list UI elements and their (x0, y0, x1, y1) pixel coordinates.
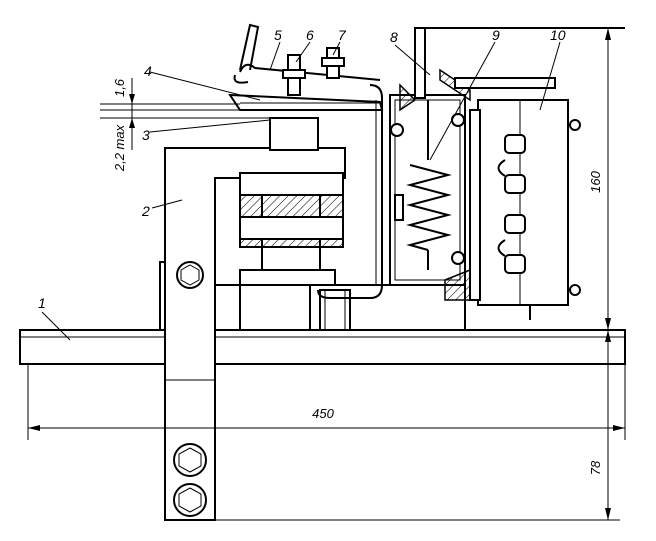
terminal-block (469, 99, 581, 320)
callout-4: 4 (144, 63, 152, 79)
callout-6: 6 (306, 27, 314, 43)
dimension-gap-max-label: 2,2 max (112, 124, 127, 172)
adjust-screw-6 (282, 54, 306, 96)
yoke-bolt-lower-2 (173, 483, 207, 517)
top-plate (414, 27, 625, 99)
dimension-160: 160 (425, 27, 620, 330)
spring-bracket (389, 68, 471, 301)
return-rod (317, 84, 383, 299)
callout-2: 2 (141, 203, 150, 219)
yoke-bracket (164, 147, 346, 521)
coil-core (239, 117, 344, 286)
base-plate (19, 329, 626, 365)
terminal-2 (504, 174, 526, 194)
callout-9: 9 (492, 27, 500, 43)
callout-8: 8 (390, 29, 398, 45)
bracket-screws (390, 113, 465, 265)
yoke-bolt-upper (176, 261, 204, 289)
yoke-bolt-lower-1 (173, 443, 207, 477)
dimension-160-label: 160 (588, 170, 603, 192)
armature (228, 93, 384, 111)
callout-7: 7 (338, 27, 347, 43)
callout-10: 10 (550, 27, 566, 43)
leader-lines (41, 41, 561, 341)
callout-1: 1 (38, 295, 46, 311)
mounting-base (159, 261, 466, 331)
terminal-1 (504, 134, 526, 154)
spring-arm (233, 23, 381, 84)
terminal-4 (504, 254, 526, 274)
dimension-450: 450 (27, 363, 626, 440)
callout-3: 3 (142, 127, 150, 143)
dimension-78-label: 78 (588, 460, 603, 475)
callout-5: 5 (274, 27, 282, 43)
dimension-78: 78 (215, 330, 620, 521)
dimension-gap-small-label: 1,6 (112, 78, 127, 97)
terminal-3 (504, 214, 526, 234)
tension-spring (406, 100, 452, 270)
adjust-screw-7 (321, 47, 345, 79)
dimension-gap: 1,6 2,2 max (100, 78, 270, 172)
dimension-450-label: 450 (312, 406, 334, 421)
